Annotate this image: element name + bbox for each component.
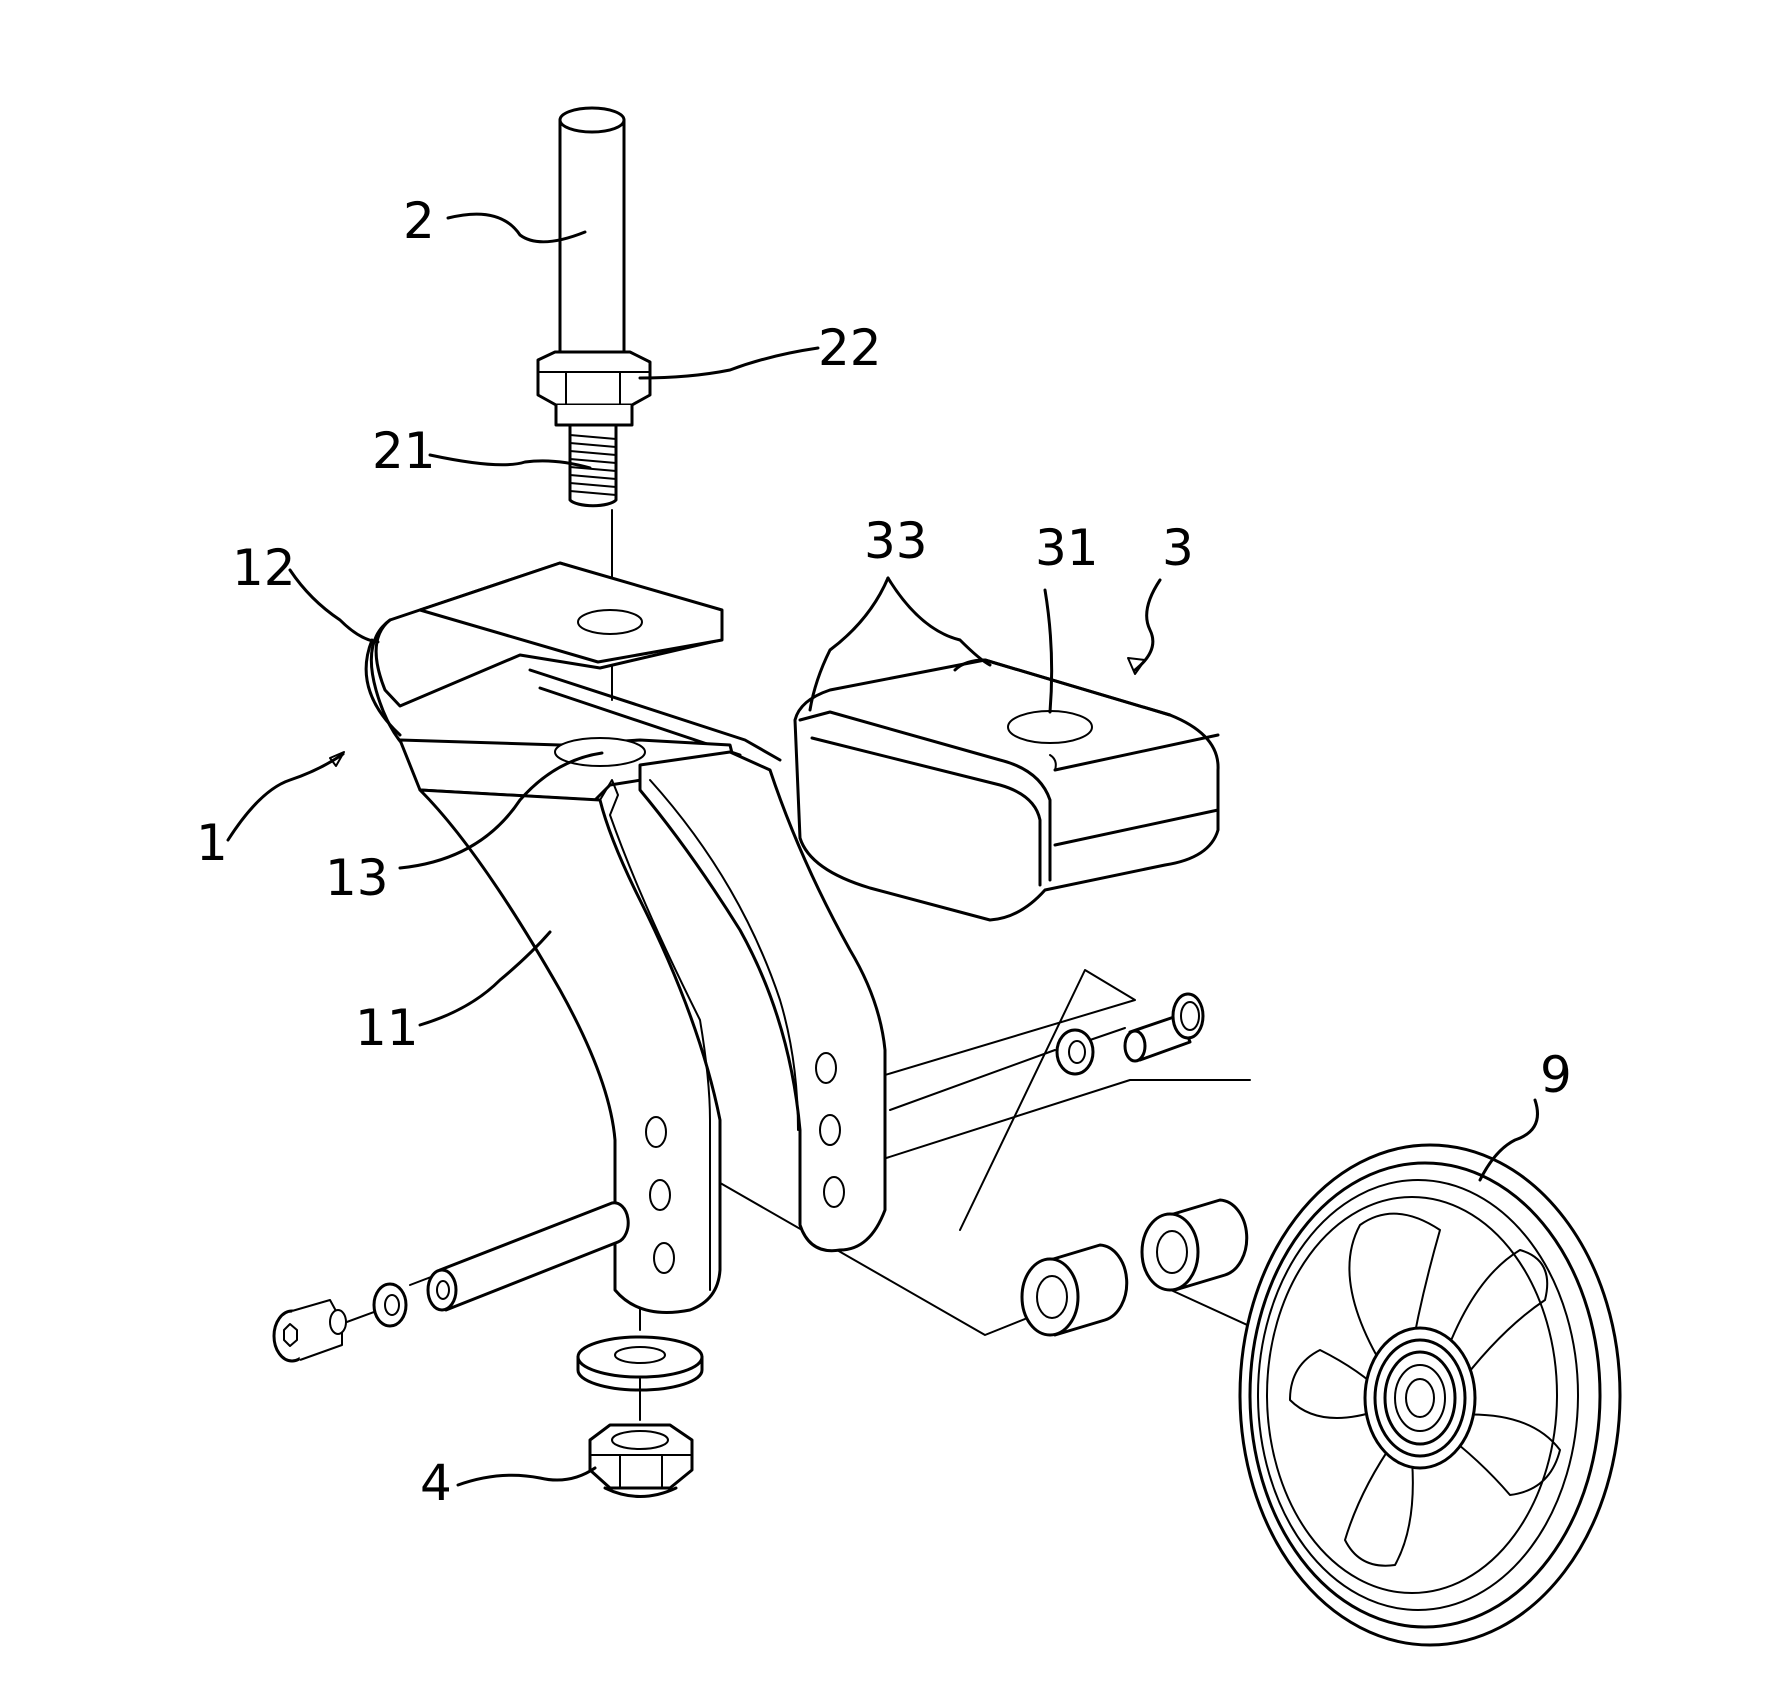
spacer-tube bbox=[440, 1203, 628, 1310]
collar-neck bbox=[556, 405, 632, 425]
label-33: 33 bbox=[864, 512, 928, 570]
label-11: 11 bbox=[355, 999, 419, 1057]
label-12: 12 bbox=[232, 539, 296, 597]
leader-4 bbox=[458, 1468, 595, 1485]
leader-12 bbox=[290, 570, 378, 642]
label-9: 9 bbox=[1540, 1046, 1572, 1104]
label-13: 13 bbox=[325, 849, 389, 907]
fasteners-left bbox=[274, 1203, 628, 1361]
fasteners-right bbox=[1022, 994, 1247, 1335]
frame-assembly bbox=[366, 563, 885, 1313]
label-3: 3 bbox=[1162, 519, 1194, 577]
shaft-top-face bbox=[560, 108, 624, 132]
leader-3-arrowhead bbox=[1128, 658, 1145, 674]
label-22: 22 bbox=[818, 319, 882, 377]
leader-1 bbox=[228, 754, 343, 840]
shaft-assembly bbox=[538, 108, 650, 506]
shaft bbox=[560, 120, 624, 377]
block-hole-31 bbox=[1008, 711, 1092, 743]
label-2: 2 bbox=[403, 192, 435, 250]
block-assembly bbox=[795, 660, 1218, 920]
label-31: 31 bbox=[1035, 519, 1099, 577]
label-1: 1 bbox=[196, 814, 228, 872]
wheel-9 bbox=[1240, 1145, 1620, 1645]
leader-33-right bbox=[888, 578, 990, 665]
hex-collar bbox=[538, 352, 650, 405]
leader-22 bbox=[640, 348, 818, 378]
label-4: 4 bbox=[420, 1454, 452, 1512]
block bbox=[795, 660, 1218, 920]
leader-21 bbox=[430, 455, 590, 468]
leader-3 bbox=[1135, 580, 1160, 670]
leader-11 bbox=[420, 932, 550, 1025]
label-21: 21 bbox=[372, 422, 436, 480]
